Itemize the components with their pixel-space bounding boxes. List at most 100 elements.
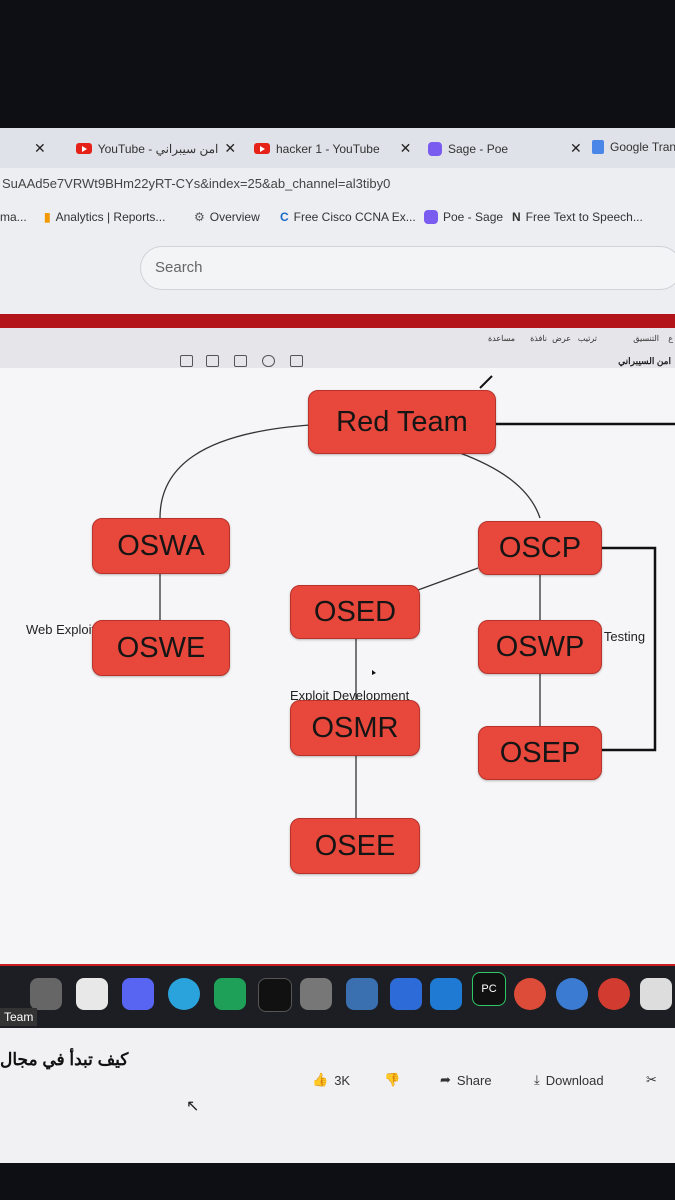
screenshot-icon[interactable]: [30, 978, 62, 1010]
pycharm-icon[interactable]: PC: [472, 972, 506, 1006]
connector-root-oswa: [159, 424, 311, 519]
chrome-icon[interactable]: [514, 978, 546, 1010]
bookmark-label: ma...: [0, 210, 27, 224]
shape-icon[interactable]: [262, 355, 275, 367]
youtube-search-input[interactable]: Search: [140, 246, 675, 290]
bookmark-poe[interactable]: Poe - Sage: [424, 210, 503, 224]
share-icon: ➦: [440, 1072, 451, 1087]
bookmark-label: Free Text to Speech...: [525, 210, 643, 224]
connector-osed-oscp: [417, 567, 479, 591]
app-blue-icon[interactable]: [390, 978, 422, 1010]
pycharm-label: PC: [481, 983, 497, 995]
node-oswp[interactable]: OSWP: [478, 620, 602, 674]
thumbs-down-icon: 👎: [384, 1072, 401, 1087]
media-icon[interactable]: [290, 355, 303, 367]
chart-icon[interactable]: [206, 355, 219, 367]
tab-label: Google Trans: [610, 140, 675, 154]
download-button[interactable]: ⤓ Download: [534, 1072, 604, 1088]
menu-item-arrange[interactable]: ترتيب: [577, 334, 597, 343]
table-icon[interactable]: [180, 355, 193, 367]
bookmark-analytics[interactable]: ▮ Analytics | Reports...: [44, 210, 165, 224]
close-icon[interactable]: ✕: [570, 140, 582, 156]
url-text: SuAAd5e7VRWt9BHm22yRT-CYs&index=25&ab_ch…: [2, 176, 391, 191]
node-label: OSWA: [117, 529, 205, 562]
google-translate-icon: [592, 140, 604, 154]
address-bar[interactable]: SuAAd5e7VRWt9BHm22yRT-CYs&index=25&ab_ch…: [0, 168, 675, 198]
vscode-icon[interactable]: [430, 978, 462, 1010]
poe-icon: [424, 210, 438, 224]
tab-label: YouTube - امن سيبراني: [97, 141, 219, 156]
app-icon[interactable]: [214, 978, 246, 1010]
close-icon[interactable]: ✕: [399, 140, 412, 156]
connector-root-oscp: [459, 452, 541, 519]
bookmark-item[interactable]: ma...: [0, 210, 27, 224]
connectors: [159, 375, 675, 818]
menu-item-view[interactable]: عرض: [552, 334, 571, 343]
browser-screen: ✕ YouTube - امن سيبراني ✕ hacker 1 - You…: [0, 128, 675, 1163]
app-round-icon[interactable]: [556, 978, 588, 1010]
dislike-button[interactable]: 👎: [384, 1072, 400, 1088]
share-button[interactable]: ➦ Share: [440, 1072, 492, 1088]
bookmarks-bar: ma... ▮ Analytics | Reports... ⚙ Overvie…: [0, 202, 675, 232]
mouse-cursor-icon: [372, 670, 376, 675]
download-label: Download: [545, 1072, 604, 1088]
bookmark-overview[interactable]: ⚙ Overview: [194, 210, 260, 224]
node-label: OSMR: [311, 711, 399, 744]
launchpad-icon[interactable]: [76, 978, 108, 1010]
tab-poe[interactable]: Sage - Poe ✕: [428, 140, 582, 157]
scissors-icon: ✂: [646, 1072, 657, 1087]
tab-youtube-2[interactable]: hacker 1 - YouTube ✕: [254, 140, 411, 157]
like-button[interactable]: 👍 3K: [312, 1072, 350, 1088]
video-progress-bar[interactable]: [0, 964, 675, 967]
download-icon: ⤓: [534, 1072, 540, 1087]
analytics-icon: ▮: [44, 210, 51, 224]
bookmark-label: Free Cisco CCNA Ex...: [293, 210, 416, 224]
node-osmr[interactable]: OSMR: [290, 700, 420, 756]
text-icon[interactable]: [234, 355, 247, 367]
connector-oscp-osep-loop: [600, 546, 657, 752]
tab-google-translate[interactable]: Google Trans: [592, 140, 675, 154]
thumbs-up-icon: 👍: [312, 1072, 329, 1087]
node-label: OSEP: [499, 736, 581, 769]
node-oscp[interactable]: OSCP: [478, 521, 602, 575]
bookmark-cisco[interactable]: C Free Cisco CCNA Ex...: [280, 210, 416, 224]
document-title: امن السيبراني: [618, 356, 671, 366]
bookmark-label: Poe - Sage: [443, 210, 504, 224]
menu-item-more[interactable]: ع: [668, 334, 673, 343]
clip-button[interactable]: ✂: [646, 1072, 657, 1088]
close-icon[interactable]: ✕: [224, 140, 237, 156]
close-icon[interactable]: ✕: [34, 140, 46, 156]
node-label: OSCP: [498, 531, 582, 564]
database-icon[interactable]: [300, 978, 332, 1010]
node-osep[interactable]: OSEP: [478, 726, 602, 780]
youtube-icon: [254, 143, 270, 154]
menu-item-format[interactable]: التنسيق: [633, 334, 659, 343]
node-oswe[interactable]: OSWE: [92, 620, 230, 676]
mouse-pointer-icon: ↖: [186, 1098, 200, 1115]
postgres-icon[interactable]: [346, 978, 378, 1010]
app-gray-icon[interactable]: [640, 978, 672, 1010]
node-osee[interactable]: OSEE: [290, 818, 420, 874]
youtube-icon: [75, 143, 92, 154]
overview-icon: ⚙: [194, 210, 205, 224]
bookmark-label: Analytics | Reports...: [55, 210, 166, 224]
tab-label: hacker 1 - YouTube: [276, 141, 380, 156]
tab-label: Sage - Poe: [448, 141, 509, 156]
bookmark-tts[interactable]: N Free Text to Speech...: [512, 210, 643, 224]
arrow-line: [479, 375, 493, 389]
share-label: Share: [456, 1072, 492, 1088]
menu-item-help[interactable]: مساعدة: [487, 334, 515, 343]
node-red-team[interactable]: Red Team: [308, 390, 496, 454]
notion-icon: N: [512, 210, 521, 224]
mac-dock: PC: [0, 966, 675, 1028]
tab-youtube-1[interactable]: ✕ YouTube - امن سيبراني ✕: [34, 140, 236, 157]
telegram-icon[interactable]: [168, 978, 200, 1010]
node-osed[interactable]: OSED: [290, 585, 420, 639]
bookmark-label: Overview: [209, 210, 260, 224]
branch-label-exploit: Exploit Development: [290, 688, 410, 703]
terminal-icon[interactable]: [258, 978, 292, 1012]
chrome-alt-icon[interactable]: [598, 978, 630, 1010]
discord-icon[interactable]: [122, 978, 154, 1010]
node-oswa[interactable]: OSWA: [92, 518, 230, 574]
menu-item-window[interactable]: نافذة: [530, 334, 547, 343]
